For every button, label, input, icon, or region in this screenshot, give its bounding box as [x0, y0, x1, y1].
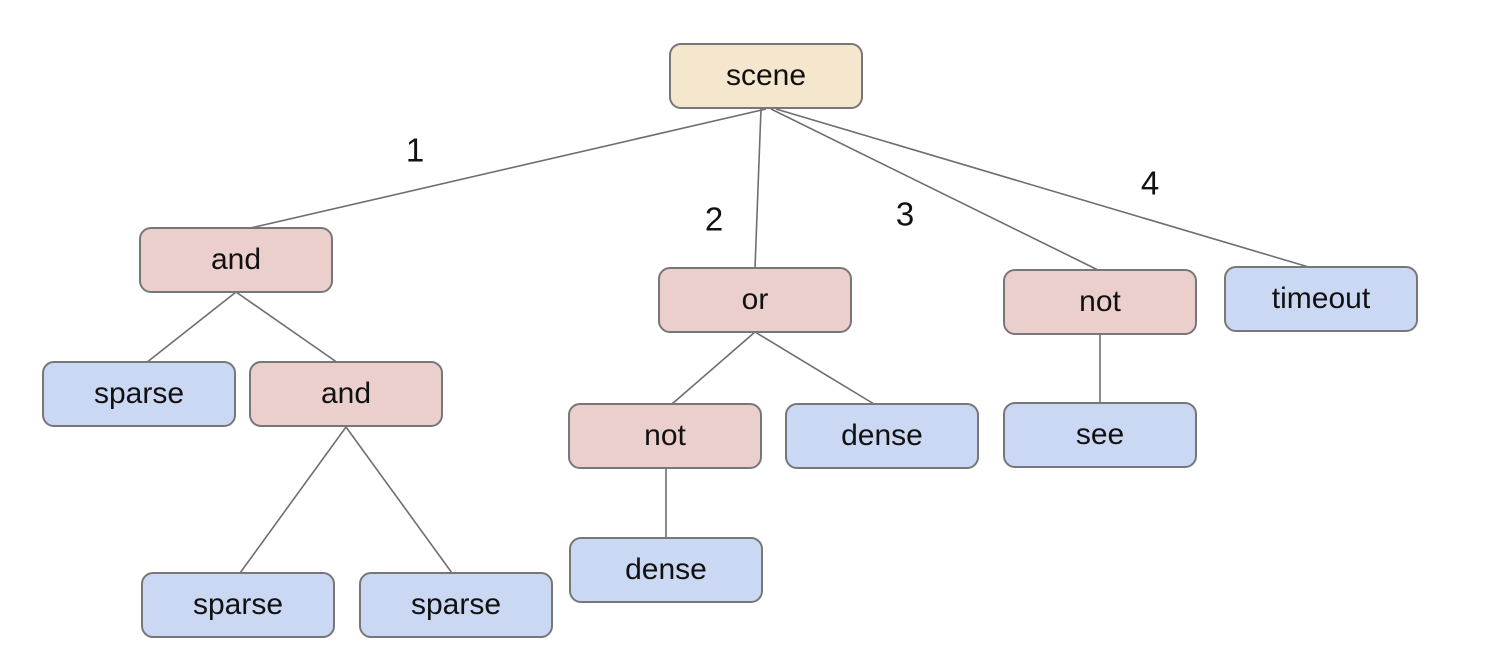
node-sparse-1: sparse	[42, 361, 236, 427]
node-see-1: see	[1003, 402, 1197, 468]
node-sparse-3: sparse	[359, 572, 553, 638]
edge-label-3: 3	[895, 195, 915, 233]
node-timeout-1: timeout	[1224, 266, 1418, 332]
node-or-1: or	[658, 267, 852, 333]
node-dense-1: dense	[785, 403, 979, 469]
edge-or-not	[671, 331, 756, 405]
edge-scene-and	[241, 108, 767, 231]
edge-scene-or	[754, 108, 762, 269]
edge-and2-sparse2	[239, 426, 347, 574]
edge-scene-timeout	[775, 108, 1313, 269]
node-not-2: not	[568, 403, 762, 469]
node-not-1: not	[1003, 269, 1197, 335]
edge-and2-sparse3	[345, 426, 453, 574]
node-scene: scene	[669, 43, 863, 109]
node-dense-2: dense	[569, 537, 763, 603]
edge-and-sparse	[145, 291, 237, 364]
edge-label-1: 1	[405, 131, 425, 169]
edge-and-and	[235, 291, 339, 364]
edge-label-2: 2	[704, 200, 724, 238]
edge-or-dense	[754, 331, 875, 405]
node-and-2: and	[249, 361, 443, 427]
node-and-1: and	[139, 227, 333, 293]
edge-label-4: 4	[1140, 164, 1160, 202]
node-sparse-2: sparse	[141, 572, 335, 638]
edge-scene-not	[770, 108, 1099, 271]
